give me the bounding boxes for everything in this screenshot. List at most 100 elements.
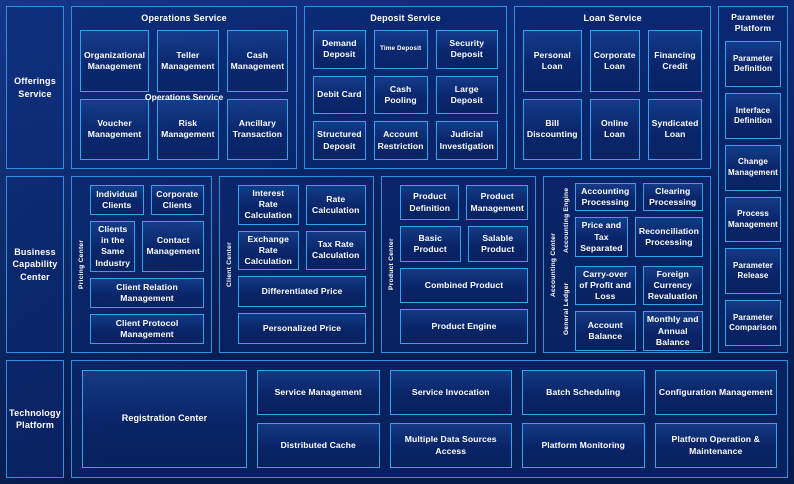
accounting-vlabel-engine: Accounting Engine: [563, 187, 570, 253]
capability-basic-product[interactable]: Basic Product: [400, 226, 461, 262]
center-row: Clients in the Same Industry Contact Man…: [90, 221, 204, 272]
center-product[interactable]: Product Center Product Definition Produc…: [381, 176, 536, 353]
capability-interest-rate-calculation[interactable]: Interest Rate Calculation: [238, 185, 299, 225]
capability-accounting-processing[interactable]: Accounting Processing: [575, 183, 636, 212]
parameter-item-interface-definition[interactable]: Interface Definition: [725, 93, 781, 139]
capability-combined-product[interactable]: Combined Product: [400, 267, 528, 303]
capability-client-protocol-management[interactable]: Client Protocol Management: [90, 313, 204, 345]
service-item-bill-discounting[interactable]: Bill Discounting: [522, 98, 582, 160]
parameter-item-parameter-comparison[interactable]: Parameter Comparison: [725, 300, 781, 347]
center-vlabel-accounting: Accounting Center: [550, 232, 557, 297]
service-item-large-deposit[interactable]: Large Deposit: [435, 75, 498, 115]
capability-product-definition[interactable]: Product Definition: [400, 185, 460, 221]
center-row: Price and Tax Separated Reconciliation P…: [575, 217, 703, 257]
loan-service-grid: Personal Loan Corporate Loan Financing C…: [522, 30, 703, 160]
center-pricing[interactable]: Pricing Center Individual Clients Corpor…: [71, 176, 212, 353]
center-row: Carry-over of Profit and Loss Foreign Cu…: [575, 265, 703, 306]
business-capability-centers: Pricing Center Individual Clients Corpor…: [71, 176, 711, 353]
capability-monthly-and-annual-balance[interactable]: Monthly and Annual Balance: [642, 311, 703, 351]
parameter-item-process-management[interactable]: Process Management: [725, 196, 781, 243]
center-row: Product Definition Product Management: [400, 185, 528, 221]
tech-item-registration-center[interactable]: Registration Center: [82, 370, 247, 468]
parameter-item-change-management[interactable]: Change Management: [725, 144, 781, 191]
service-item-debit-card[interactable]: Debit Card: [313, 75, 366, 115]
center-row: Interest Rate Calculation Rate Calculati…: [238, 185, 366, 225]
center-body-product: Product Definition Product Management Ba…: [398, 182, 530, 347]
capability-account-balance[interactable]: Account Balance: [575, 311, 636, 351]
service-item-personal-loan[interactable]: Personal Loan: [522, 30, 582, 92]
accounting-vlabel-general-ledger: General Ledger: [563, 282, 570, 335]
capability-tax-rate-calculation[interactable]: Tax Rate Calculation: [305, 230, 366, 271]
service-item-financing-credit[interactable]: Financing Credit: [647, 30, 703, 92]
capability-product-management[interactable]: Product Management: [466, 185, 528, 221]
tech-item-platform-operation-maintenance[interactable]: Platform Operation & Maintenance: [654, 423, 777, 468]
center-accounting[interactable]: Accounting Center Accounting Engine Acco…: [543, 176, 711, 353]
capability-clearing-processing[interactable]: Clearing Processing: [642, 183, 703, 212]
capability-salable-product[interactable]: Salable Product: [467, 226, 528, 262]
capability-contact-management[interactable]: Contact Management: [142, 221, 204, 272]
tech-item-distributed-cache[interactable]: Distributed Cache: [257, 423, 380, 468]
group-title-loan-service: Loan Service: [583, 13, 642, 23]
service-item-cash-management[interactable]: Cash Management: [226, 30, 289, 92]
capability-client-relation-management[interactable]: Client Relation Management: [90, 277, 204, 308]
panel-parameter-platform[interactable]: Parameter Platform Parameter Definition …: [718, 6, 788, 353]
capability-personalized-price[interactable]: Personalized Price: [238, 313, 366, 344]
service-item-cash-pooling[interactable]: Cash Pooling: [373, 75, 428, 115]
operations-service-grid: Organizational Management Teller Managem…: [80, 30, 289, 160]
group-loan-service[interactable]: Loan Service Personal Loan Corporate Loa…: [513, 6, 712, 169]
capability-carry-over-of-profit-and-loss[interactable]: Carry-over of Profit and Loss: [575, 265, 636, 306]
service-item-teller-management[interactable]: Teller Management: [157, 30, 219, 92]
capability-foreign-currency-revaluation[interactable]: Foreign Currency Revaluation: [642, 265, 703, 306]
capability-reconciliation-processing[interactable]: Reconciliation Processing: [634, 217, 703, 257]
accounting-engine-body: Accounting Processing Clearing Processin…: [573, 182, 705, 258]
service-item-voucher-management[interactable]: Voucher Management: [80, 98, 150, 160]
service-item-security-deposit[interactable]: Security Deposit: [435, 30, 498, 69]
group-deposit-service[interactable]: Deposit Service Demand Deposit Time Depo…: [304, 6, 507, 169]
service-item-judicial-investigation[interactable]: Judicial Investigation: [435, 121, 498, 160]
center-row: Personalized Price: [238, 313, 366, 344]
capability-price-and-tax-separated[interactable]: Price and Tax Separated: [575, 217, 628, 257]
panel-technology-platform[interactable]: Registration Center Service Management S…: [71, 360, 788, 478]
capability-exchange-rate-calculation[interactable]: Exchange Rate Calculation: [238, 230, 299, 271]
service-item-online-loan[interactable]: Online Loan: [589, 98, 640, 160]
service-item-structured-deposit[interactable]: Structured Deposit: [313, 121, 366, 160]
tech-item-service-invocation[interactable]: Service Invocation: [389, 370, 512, 415]
service-item-demand-deposit[interactable]: Demand Deposit: [313, 30, 366, 69]
tech-item-batch-scheduling[interactable]: Batch Scheduling: [522, 370, 645, 415]
center-row: Basic Product Salable Product: [400, 226, 528, 262]
tech-item-multiple-data-sources-access[interactable]: Multiple Data Sources Access: [389, 423, 512, 468]
capability-differentiated-price[interactable]: Differentiated Price: [238, 276, 366, 308]
accounting-subsections: Accounting Engine Accounting Processing …: [560, 182, 705, 351]
service-item-risk-management[interactable]: Risk Management: [157, 98, 219, 160]
center-body-pricing: Individual Clients Corporate Clients Cli…: [88, 182, 206, 347]
center-client[interactable]: Client Center Interest Rate Calculation …: [219, 176, 374, 353]
group-operations-service[interactable]: Operations Service Organizational Manage…: [71, 6, 298, 169]
layer-offerings-service: Offerings Service Operations Service Org…: [6, 6, 788, 169]
capability-clients-in-the-same-industry[interactable]: Clients in the Same Industry: [90, 221, 136, 272]
tech-item-service-management[interactable]: Service Management: [257, 370, 380, 415]
center-row: Exchange Rate Calculation Tax Rate Calcu…: [238, 230, 366, 271]
center-body-client: Interest Rate Calculation Rate Calculati…: [236, 182, 368, 347]
service-item-corporate-loan[interactable]: Corporate Loan: [589, 30, 640, 92]
capability-corporate-clients[interactable]: Corporate Clients: [150, 185, 204, 216]
tech-item-configuration-management[interactable]: Configuration Management: [654, 370, 777, 415]
layer-technology-platform: Technology Platform Registration Center …: [6, 360, 788, 478]
deposit-service-grid: Demand Deposit Time Deposit Security Dep…: [313, 30, 498, 160]
capability-product-engine[interactable]: Product Engine: [400, 308, 528, 344]
parameter-item-parameter-release[interactable]: Parameter Release: [725, 248, 781, 295]
service-item-syndicated-loan[interactable]: Syndicated Loan: [647, 98, 703, 160]
layer-business-capability-center: Business Capability Center Pricing Cente…: [6, 176, 788, 353]
center-row: Differentiated Price: [238, 276, 366, 308]
parameter-item-parameter-definition[interactable]: Parameter Definition: [725, 41, 781, 88]
service-item-ancillary-transaction[interactable]: Ancillary Transaction: [226, 98, 289, 160]
tech-item-platform-monitoring[interactable]: Platform Monitoring: [522, 423, 645, 468]
capability-rate-calculation[interactable]: Rate Calculation: [305, 185, 366, 225]
group-title-deposit-service: Deposit Service: [370, 13, 441, 23]
service-item-account-restriction[interactable]: Account Restriction: [373, 121, 428, 160]
service-item-organizational-management[interactable]: Organizational Management: [80, 30, 150, 92]
capability-individual-clients[interactable]: Individual Clients: [90, 185, 144, 216]
center-vlabel-client: Client Center: [226, 242, 233, 287]
service-item-time-deposit[interactable]: Time Deposit: [373, 30, 428, 69]
accounting-engine-section: Accounting Engine Accounting Processing …: [560, 182, 705, 258]
technology-items-grid: Service Management Service Invocation Ba…: [257, 370, 777, 468]
